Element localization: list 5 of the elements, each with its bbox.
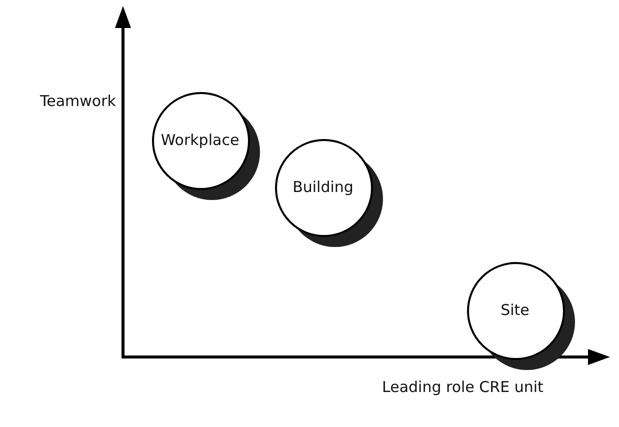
- bubble-label: Workplace: [160, 131, 240, 149]
- bubble-label: Building: [292, 178, 354, 196]
- bubble-label: Site: [500, 301, 530, 319]
- x-axis-label: Leading role CRE unit: [382, 378, 544, 396]
- y-axis-label: Teamwork: [40, 92, 116, 110]
